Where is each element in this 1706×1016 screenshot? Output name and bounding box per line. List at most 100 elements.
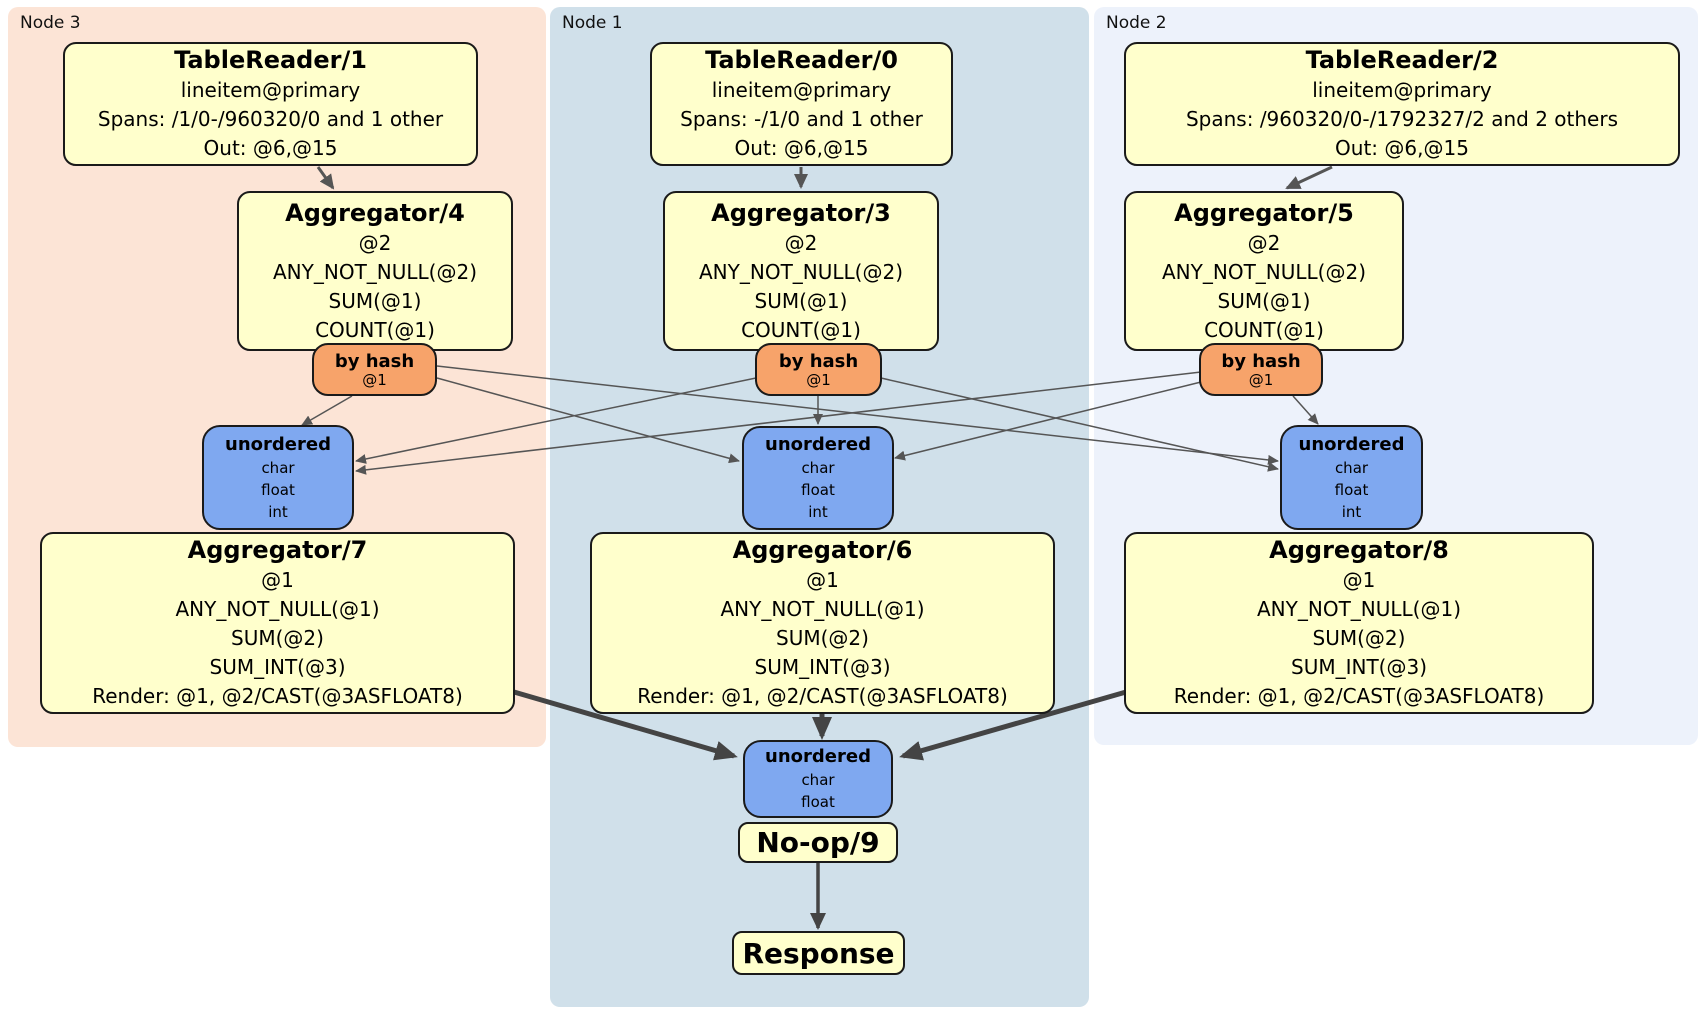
box-aggregator-3: Aggregator/3 @2 ANY_NOT_NULL(@2) SUM(@1)… xyxy=(663,191,939,351)
sync-unordered-final: unordered char float xyxy=(743,740,893,818)
processor-line: lineitem@primary xyxy=(180,78,361,102)
processor-title: Aggregator/7 xyxy=(187,536,368,564)
sync-line: int xyxy=(808,503,828,521)
processor-line: SUM_INT(@3) xyxy=(1291,655,1427,679)
box-noop-9: No-op/9 xyxy=(738,822,898,863)
sync-unordered-node2: unordered char float int xyxy=(1280,425,1423,530)
processor-line: @2 xyxy=(1247,230,1281,255)
sync-title: unordered xyxy=(765,746,871,767)
processor-line: Render: @1, @2/CAST(@3ASFLOAT8) xyxy=(637,684,1008,708)
sync-title: unordered xyxy=(225,433,331,455)
box-aggregator-8: Aggregator/8 @1 ANY_NOT_NULL(@1) SUM(@2)… xyxy=(1124,532,1594,714)
processor-line: @1 xyxy=(261,568,294,592)
router-by-hash-node3: by hash @1 xyxy=(312,343,437,396)
processor-line: SUM(@2) xyxy=(231,626,324,650)
processor-line: lineitem@primary xyxy=(711,78,892,102)
box-tablereader-0: TableReader/0 lineitem@primary Spans: -/… xyxy=(650,42,953,166)
processor-line: @2 xyxy=(784,230,818,255)
router-title: by hash xyxy=(334,350,415,372)
sync-title: unordered xyxy=(1298,433,1405,455)
edge-byhash1-sync2 xyxy=(880,377,1279,472)
processor-line: @1 xyxy=(806,568,839,592)
processor-title: Aggregator/5 xyxy=(1174,198,1354,227)
edge-tr1-agg4 xyxy=(316,166,335,190)
node-region-label: Node 1 xyxy=(562,13,623,33)
processor-title: TableReader/2 xyxy=(1305,46,1499,74)
box-tablereader-1: TableReader/1 lineitem@primary Spans: /1… xyxy=(63,42,478,166)
processor-title: Aggregator/3 xyxy=(711,198,891,227)
sync-line: char xyxy=(801,771,835,789)
processor-line: ANY_NOT_NULL(@1) xyxy=(175,597,380,621)
processor-line: Render: @1, @2/CAST(@3ASFLOAT8) xyxy=(92,684,463,708)
sync-line: char xyxy=(261,458,295,477)
processor-line: Render: @1, @2/CAST(@3ASFLOAT8) xyxy=(1173,684,1545,708)
processor-line: ANY_NOT_NULL(@1) xyxy=(720,597,925,621)
processor-line: Out: @6,@15 xyxy=(734,136,869,160)
processor-line: Spans: /1/0-/960320/0 and 1 other xyxy=(97,107,444,131)
router-by-hash-node2: by hash @1 xyxy=(1199,343,1323,396)
sync-line: int xyxy=(268,502,288,521)
edge-agg7-syncfinal xyxy=(513,689,738,761)
edge-tr2-agg5 xyxy=(1285,165,1333,190)
processor-line: SUM(@2) xyxy=(1312,626,1406,650)
sync-line: char xyxy=(1334,458,1369,477)
sync-line: float xyxy=(1334,480,1369,499)
edge-byhash3-sync1 xyxy=(436,377,740,464)
processor-line: COUNT(@1) xyxy=(741,317,861,342)
box-aggregator-7: Aggregator/7 @1 ANY_NOT_NULL(@1) SUM(@2)… xyxy=(40,532,515,714)
edge-byhash2-sync1 xyxy=(894,381,1202,461)
edge-byhash3-sync2 xyxy=(436,365,1279,465)
processor-line: SUM_INT(@3) xyxy=(209,655,346,679)
processor-line: SUM(@1) xyxy=(328,288,422,313)
router-title: by hash xyxy=(1221,350,1301,372)
processor-line: ANY_NOT_NULL(@2) xyxy=(1162,259,1366,284)
node-region-label: Node 3 xyxy=(20,13,81,33)
router-detail: @1 xyxy=(1248,370,1274,389)
edge-agg8-syncfinal xyxy=(899,689,1127,761)
sync-line: float xyxy=(801,481,835,499)
processor-line: Out: @6,@15 xyxy=(203,136,338,160)
processor-title: TableReader/1 xyxy=(174,46,367,74)
processor-line: SUM(@1) xyxy=(1217,288,1311,313)
processor-line: @2 xyxy=(358,230,392,255)
sync-unordered-node1: unordered char float int xyxy=(742,426,894,530)
edge-byhash2-sync3 xyxy=(355,371,1202,475)
box-tablereader-2: TableReader/2 lineitem@primary Spans: /9… xyxy=(1124,42,1680,166)
processor-title: Aggregator/6 xyxy=(732,536,913,564)
processor-title: No-op/9 xyxy=(756,826,880,859)
processor-line: SUM(@2) xyxy=(776,626,869,650)
sync-line: int xyxy=(1341,502,1362,521)
processor-line: ANY_NOT_NULL(@2) xyxy=(699,259,903,284)
edge-byhash1-sync3 xyxy=(355,377,757,464)
box-response: Response xyxy=(732,931,905,975)
sync-line: float xyxy=(801,793,835,811)
box-aggregator-4: Aggregator/4 @2 ANY_NOT_NULL(@2) SUM(@1)… xyxy=(237,191,513,351)
processor-line: ANY_NOT_NULL(@1) xyxy=(1257,597,1461,621)
processor-line: COUNT(@1) xyxy=(1204,317,1324,342)
processor-line: Spans: /960320/0-/1792327/2 and 2 others xyxy=(1185,107,1618,131)
processor-line: Spans: -/1/0 and 1 other xyxy=(680,107,923,131)
processor-line: SUM(@1) xyxy=(754,288,848,313)
node-region-label: Node 2 xyxy=(1106,13,1167,33)
router-by-hash-node1: by hash @1 xyxy=(755,343,882,396)
processor-title: Aggregator/4 xyxy=(285,198,465,227)
processor-line: lineitem@primary xyxy=(1312,78,1492,102)
processor-title: TableReader/0 xyxy=(705,46,898,74)
processor-line: SUM_INT(@3) xyxy=(754,655,891,679)
sync-unordered-node3: unordered char float int xyxy=(202,425,354,530)
processor-line: COUNT(@1) xyxy=(315,317,435,342)
router-detail: @1 xyxy=(806,370,831,389)
box-aggregator-5: Aggregator/5 @2 ANY_NOT_NULL(@2) SUM(@1)… xyxy=(1124,191,1404,351)
router-detail: @1 xyxy=(362,370,387,389)
processor-title: Response xyxy=(742,936,895,970)
sync-line: float xyxy=(261,480,295,499)
sync-title: unordered xyxy=(765,434,871,455)
edge-byhash2-sync2 xyxy=(1292,395,1319,425)
sync-line: char xyxy=(801,459,835,477)
box-aggregator-6: Aggregator/6 @1 ANY_NOT_NULL(@1) SUM(@2)… xyxy=(590,532,1055,714)
processor-line: ANY_NOT_NULL(@2) xyxy=(273,259,477,284)
processor-title: Aggregator/8 xyxy=(1269,536,1449,564)
processor-line: @1 xyxy=(1342,568,1376,592)
